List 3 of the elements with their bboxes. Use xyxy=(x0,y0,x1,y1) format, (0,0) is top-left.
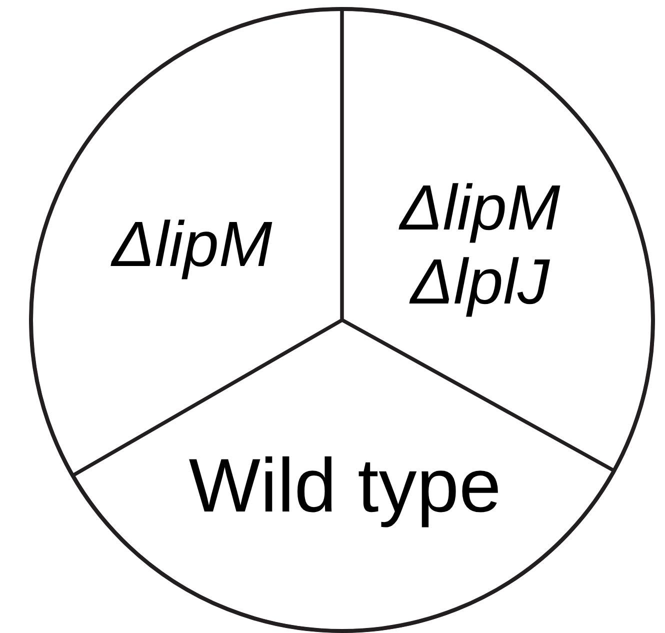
strain-label: ΔlipM ΔlplJ xyxy=(398,171,562,319)
strain-label: ΔlipM xyxy=(110,208,274,282)
strain-label: Wild type xyxy=(188,442,502,530)
